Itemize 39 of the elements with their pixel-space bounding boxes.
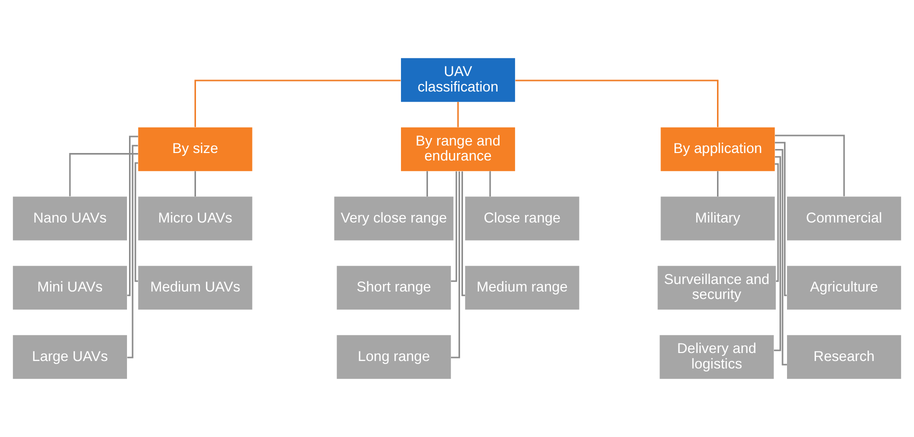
node-box: Short range: [336, 266, 451, 310]
connector: [489, 171, 491, 196]
node-box: Large UAVs: [12, 335, 127, 379]
node-box: Nano UAVs: [12, 196, 127, 240]
connector: [451, 172, 460, 358]
node-box: Commercial: [787, 196, 902, 240]
connector: [774, 142, 787, 296]
connector: [127, 136, 138, 296]
node-box: Medium range: [465, 266, 580, 310]
connector: [515, 80, 719, 128]
node-box: By application: [660, 127, 775, 172]
node-box: Mini UAVs: [12, 266, 127, 310]
connector: [774, 156, 782, 352]
connector: [451, 171, 458, 282]
node-box: Agriculture: [787, 266, 902, 310]
connector: [134, 162, 138, 282]
connector: [69, 153, 138, 196]
node-box: By range and endurance: [400, 127, 516, 172]
connector: [194, 80, 401, 128]
connector: [461, 171, 466, 296]
node-box: Surveillance and security: [658, 266, 776, 310]
connector: [426, 171, 428, 196]
node-box: UAV classification: [400, 58, 516, 102]
node-box: Research: [787, 335, 902, 379]
node-box: Close range: [465, 196, 580, 240]
connector: [194, 171, 196, 196]
connector: [775, 134, 845, 196]
connector: [127, 144, 138, 358]
node-box: Delivery and logistics: [660, 335, 774, 379]
connector: [774, 163, 779, 282]
connector: [457, 102, 459, 128]
connector: [775, 148, 787, 366]
node-box: By size: [138, 127, 252, 172]
node-box: Long range: [336, 335, 451, 379]
connector: [717, 171, 719, 196]
node-box: Medium UAVs: [138, 266, 252, 310]
node-box: Military: [660, 196, 775, 240]
node-box: Micro UAVs: [138, 196, 252, 240]
node-box: Very close range: [334, 196, 454, 240]
